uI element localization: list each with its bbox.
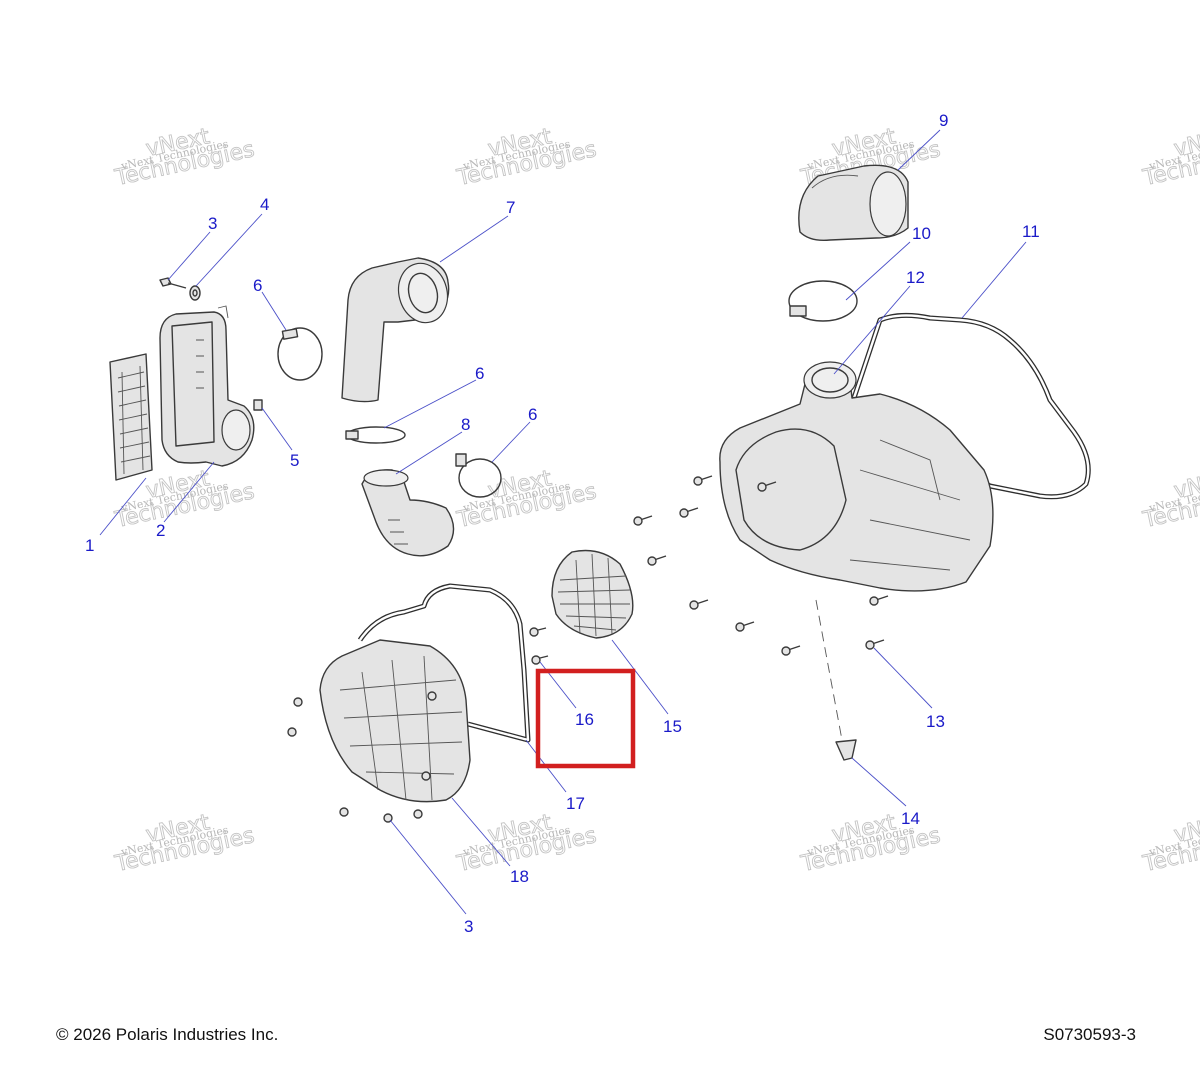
callout-4[interactable]: 4 bbox=[260, 195, 269, 214]
part-screw-top bbox=[159, 277, 187, 289]
part-cover-screws-bottom bbox=[287, 691, 437, 823]
part-cover-screws bbox=[633, 475, 889, 656]
callout-15[interactable]: 15 bbox=[663, 717, 682, 736]
part-clutch-fan bbox=[551, 549, 634, 639]
callout-13[interactable]: 13 bbox=[926, 712, 945, 731]
callout-5[interactable]: 5 bbox=[290, 451, 299, 470]
part-inner-cover bbox=[319, 639, 471, 803]
watermark: Technologies vNext vNext Technologies bbox=[112, 124, 257, 192]
part-clamp-6-upper bbox=[277, 327, 323, 381]
callout-6-upper[interactable]: 6 bbox=[253, 276, 262, 295]
callout-labels: 1 2 3 3 4 5 6 6 6 7 8 9 10 11 12 13 14 1… bbox=[85, 111, 1040, 936]
part-outlet-duct bbox=[798, 164, 909, 242]
callout-7[interactable]: 7 bbox=[506, 198, 515, 217]
callout-3-bottom[interactable]: 3 bbox=[464, 917, 473, 936]
callout-12[interactable]: 12 bbox=[906, 268, 925, 287]
part-clamp-5 bbox=[239, 357, 277, 411]
callout-8[interactable]: 8 bbox=[461, 415, 470, 434]
part-clamp-10 bbox=[788, 280, 858, 322]
watermark: Technologies vNext vNext Technologies bbox=[1140, 810, 1200, 878]
callout-18[interactable]: 18 bbox=[510, 867, 529, 886]
part-fan-screws bbox=[529, 627, 549, 665]
highlight-box bbox=[535, 668, 636, 769]
callout-11[interactable]: 11 bbox=[1022, 222, 1040, 241]
copyright-notice: © 2026 Polaris Industries Inc. bbox=[56, 1025, 279, 1044]
watermark: Technologies vNext vNext Technologies bbox=[454, 124, 599, 192]
part-intake-housing bbox=[159, 305, 255, 467]
part-drain-plug bbox=[815, 599, 857, 761]
watermark: Technologies vNext vNext Technologies bbox=[1140, 466, 1200, 534]
callout-2[interactable]: 2 bbox=[156, 521, 165, 540]
part-intake-grille bbox=[109, 353, 153, 481]
part-washer bbox=[189, 285, 201, 301]
callout-9[interactable]: 9 bbox=[939, 111, 948, 130]
callout-14[interactable]: 14 bbox=[901, 809, 920, 828]
callout-6-right[interactable]: 6 bbox=[528, 405, 537, 424]
watermark: Technologies vNext vNext Technologies bbox=[798, 810, 943, 878]
drawing-number: S0730593-3 bbox=[1043, 1025, 1136, 1044]
callout-16[interactable]: 16 bbox=[575, 710, 594, 729]
part-intake-duct bbox=[341, 257, 450, 403]
callout-6-middle[interactable]: 6 bbox=[475, 364, 484, 383]
part-clamp-6-middle bbox=[345, 426, 406, 444]
callout-3-top[interactable]: 3 bbox=[208, 214, 217, 233]
watermark: Technologies vNext vNext Technologies bbox=[112, 810, 257, 878]
part-cover-gasket bbox=[847, 312, 1091, 500]
part-clamp-6-right bbox=[455, 453, 502, 498]
part-inner-gasket bbox=[357, 583, 531, 743]
callout-10[interactable]: 10 bbox=[912, 224, 931, 243]
leader-lines bbox=[99, 129, 1027, 915]
part-intake-boot bbox=[361, 469, 455, 557]
callout-17[interactable]: 17 bbox=[566, 794, 585, 813]
callout-1[interactable]: 1 bbox=[85, 536, 94, 555]
part-outer-cover bbox=[719, 361, 994, 592]
watermark: Technologies vNext vNext Technologies bbox=[1140, 124, 1200, 192]
